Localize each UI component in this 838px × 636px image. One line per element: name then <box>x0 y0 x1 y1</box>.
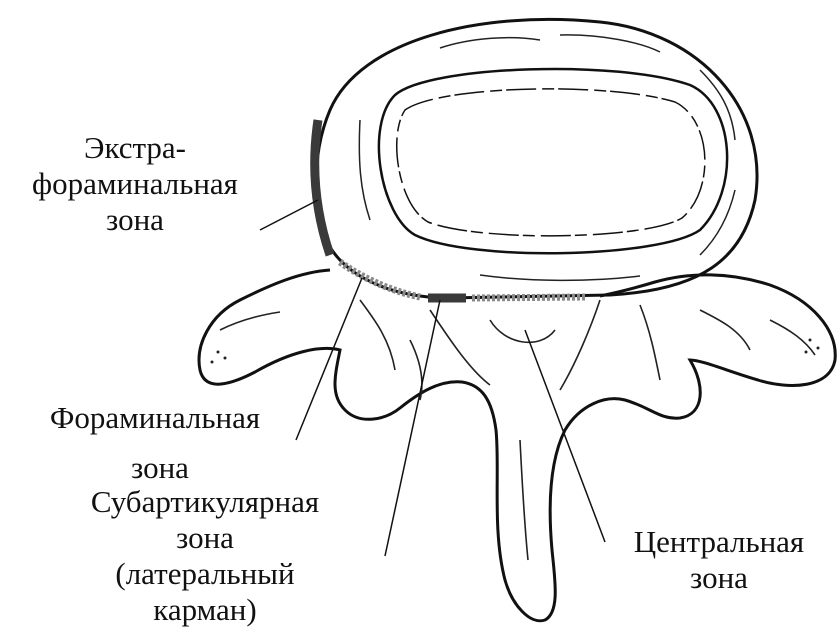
subarticular-label-line3: (латеральный <box>60 556 350 592</box>
foraminal-zone-label: Фораминальная <box>20 400 290 436</box>
subarticular-label-line4: карман) <box>60 592 350 628</box>
central-label-line2: зона <box>600 560 838 596</box>
extraforaminal-zone-band <box>315 120 330 255</box>
central-zone-band <box>472 297 585 298</box>
subarticular-zone-label: Субартикулярная зона (латеральный карман… <box>60 484 350 628</box>
extraforaminal-zone-label: Экстра- фораминальная зона <box>0 130 270 238</box>
body-texture <box>359 35 735 280</box>
foraminal-label-line1: Фораминальная <box>20 400 290 436</box>
central-leader-line <box>525 330 605 542</box>
extraforaminal-label-line1: Экстра- <box>0 130 270 166</box>
extraforaminal-label-line3: зона <box>0 202 270 238</box>
subarticular-leader-line <box>385 300 440 556</box>
extraforaminal-label-line2: фораминальная <box>0 166 270 202</box>
subarticular-label-line1: Субартикулярная <box>60 484 350 520</box>
subarticular-label-line2: зона <box>60 520 350 556</box>
nucleus-outline <box>379 69 727 253</box>
central-zone-label: Центральная зона <box>600 524 838 596</box>
foraminal-zone-band <box>340 262 420 297</box>
foraminal-zone-label-2: зона <box>100 450 220 486</box>
vertebral-body-outline <box>316 19 757 298</box>
central-label-line1: Центральная <box>600 524 838 560</box>
nucleus-inner-outline <box>397 89 705 236</box>
foraminal-label-line2: зона <box>100 450 220 486</box>
